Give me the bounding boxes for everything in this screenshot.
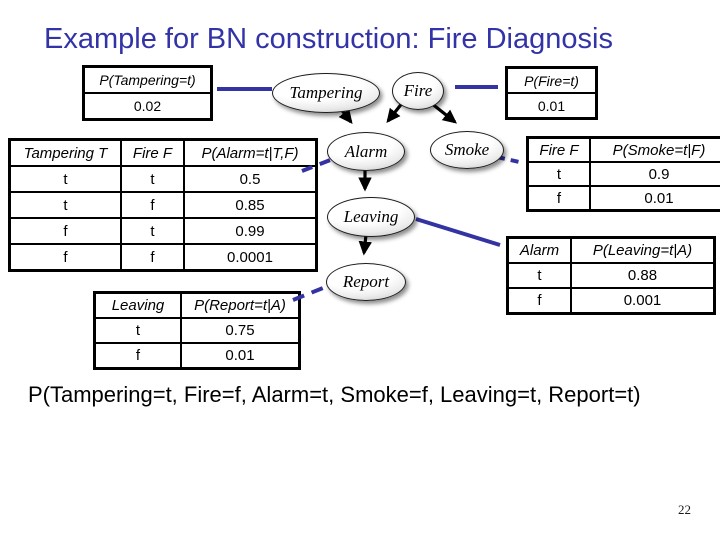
edge-fire-smoke-arrow: [430, 101, 458, 124]
edge-leaving-report-arrow: [358, 234, 372, 256]
table-cell: t: [120, 217, 185, 245]
table-cell: f: [120, 243, 185, 272]
table-cell: 0.9: [589, 161, 720, 187]
table-row: 0.01: [505, 92, 598, 120]
column-header: P(Report=t|A): [180, 291, 301, 319]
table-cell: 0.88: [570, 262, 716, 289]
table-cell: 0.85: [183, 191, 318, 219]
header-row: P(Tampering=t): [82, 65, 213, 94]
table-row: 0.02: [82, 92, 213, 121]
table-cell: t: [93, 317, 182, 344]
table-cell: f: [120, 191, 185, 219]
header-row: P(Fire=t): [505, 66, 598, 94]
table-cell: f: [526, 185, 591, 212]
table-cell: t: [526, 161, 591, 187]
table-cell: t: [8, 165, 122, 193]
column-header: Alarm: [506, 236, 572, 264]
table-cell: 0.01: [180, 342, 301, 370]
table-cell: 0.001: [570, 287, 716, 315]
node-alarm: Alarm: [327, 132, 405, 171]
column-header: P(Smoke=t|F): [589, 136, 720, 163]
table-cell: t: [8, 191, 122, 219]
column-header: P(Tampering=t): [82, 65, 213, 94]
table-cell: 0.0001: [183, 243, 318, 272]
table-cell: f: [93, 342, 182, 370]
column-header: Tampering T: [8, 138, 122, 167]
table-cell: f: [8, 217, 122, 245]
node-report: Report: [326, 263, 406, 301]
slide-title: Example for BN construction: Fire Diagno…: [44, 23, 613, 55]
column-header: P(Leaving=t|A): [570, 236, 716, 264]
fire-prior-table: P(Fire=t)0.01: [505, 66, 598, 120]
table-cell: 0.01: [505, 92, 598, 120]
page-number: 22: [678, 502, 691, 517]
node-fire: Fire: [392, 72, 444, 110]
node-tampering: Tampering: [272, 73, 380, 113]
column-header: P(Fire=t): [505, 66, 598, 94]
connector-leaving-table-line: [415, 217, 501, 247]
tampering-prior-table: P(Tampering=t)0.02: [82, 65, 213, 121]
table-cell: 0.02: [82, 92, 213, 121]
table-cell: 0.5: [183, 165, 318, 193]
column-header: Fire F: [526, 136, 591, 163]
node-smoke: Smoke: [430, 131, 504, 169]
table-cell: t: [120, 165, 185, 193]
table-cell: 0.01: [589, 185, 720, 212]
column-header: P(Alarm=t|T,F): [183, 138, 318, 167]
table-cell: f: [506, 287, 572, 315]
node-leaving: Leaving: [327, 197, 415, 237]
connector-smoke-table-dashed-line: [496, 155, 525, 165]
joint-probability-formula: P(Tampering=t, Fire=f, Alarm=t, Smoke=f,…: [28, 382, 641, 407]
table-cell: t: [506, 262, 572, 289]
table-cell: 0.99: [183, 217, 318, 245]
table-cell: 0.75: [180, 317, 301, 344]
column-header: Fire F: [120, 138, 185, 167]
column-header: Leaving: [93, 291, 182, 319]
table-cell: f: [8, 243, 122, 272]
